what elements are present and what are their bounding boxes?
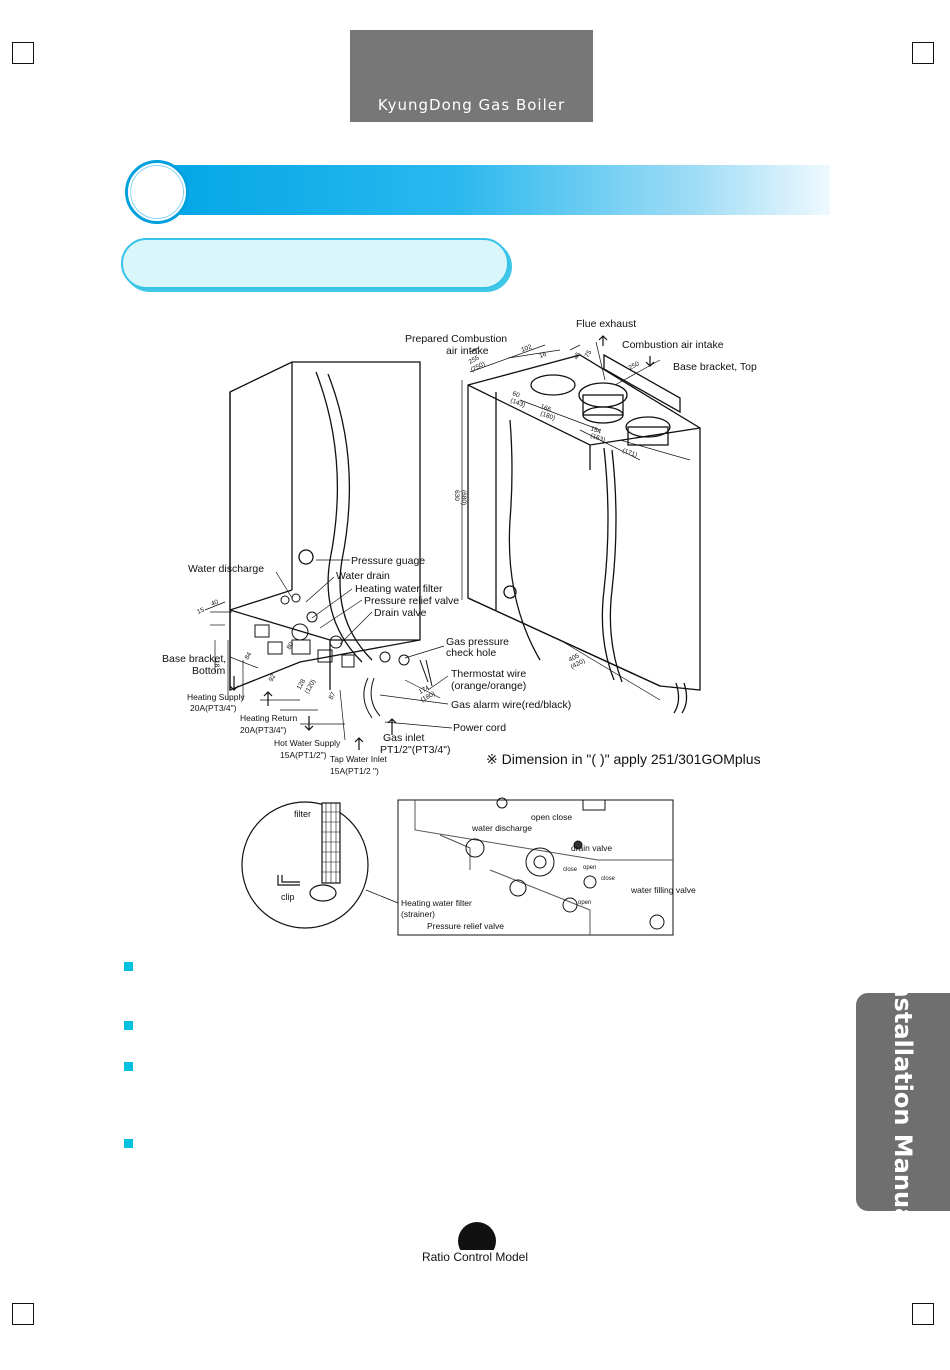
- dim-174: 174: [418, 684, 431, 695]
- label-heating-supply-size: 20A(PT3/4"): [190, 703, 237, 713]
- dim-171: (171): [621, 447, 638, 459]
- label-pressure-relief-valve: Pressure relief valve: [364, 595, 459, 607]
- dim-680: (680): [460, 490, 467, 505]
- detail-open-close: open close: [531, 812, 572, 822]
- crop-mark-top-right: [912, 42, 934, 64]
- dim-84: 84: [244, 651, 254, 661]
- dim-80: 80: [286, 641, 296, 651]
- label-gas-inlet: Gas inlet: [383, 732, 425, 744]
- bullet-marker: [124, 962, 133, 971]
- dim-60: 60: [511, 390, 521, 399]
- detail-open-a: open: [583, 865, 596, 871]
- dim-75: 75: [584, 349, 594, 359]
- label-hot-water-supply: Hot Water Supply: [274, 738, 341, 748]
- dim-87: 87: [328, 691, 338, 701]
- label-drain-valve: Drain valve: [374, 607, 427, 619]
- detail-open-b: open: [578, 900, 591, 906]
- bullet-marker: [124, 1021, 133, 1030]
- label-gas-alarm-wire: Gas alarm wire(red/black): [451, 699, 571, 711]
- dim-18: 18: [213, 660, 220, 668]
- dim-255: 255: [468, 354, 481, 365]
- label-check-hole: check hole: [446, 647, 496, 659]
- label-combustion-air-intake: Combustion air intake: [622, 339, 724, 351]
- label-prepared-combustion-2: air intake: [446, 345, 489, 357]
- label-heating-supply: Heating Supply: [187, 692, 245, 702]
- dim-16: 16: [538, 351, 548, 360]
- subsection-heading-pill: [121, 238, 509, 289]
- valve-photo-detail: [397, 797, 674, 936]
- side-tab-label: Installation Manual: [889, 971, 917, 1233]
- detail-close-b: close: [601, 876, 616, 882]
- detail-heating-filter: Heating water filter: [401, 898, 472, 908]
- footer: Ratio Control Model: [0, 1250, 950, 1264]
- dim-143: (143): [509, 397, 526, 409]
- dim-40: 40: [210, 599, 220, 608]
- label-tap-water-inlet: Tap Water Inlet: [330, 754, 387, 764]
- label-pressure-gauge: Pressure guage: [351, 555, 425, 567]
- detail-drain-valve: drain valve: [571, 843, 612, 853]
- dimension-note: ※ Dimension in "( )" apply 251/301GOMplu…: [486, 751, 761, 767]
- detail-water-discharge: water discharge: [471, 823, 532, 833]
- section-header-bar: [148, 165, 830, 215]
- label-flue-exhaust: Flue exhaust: [576, 318, 636, 330]
- label-tap-water-size: 15A(PT1/2 "): [330, 766, 379, 776]
- crop-mark-bottom-right: [912, 1303, 934, 1325]
- crop-mark-bottom-left: [12, 1303, 34, 1325]
- detail-strainer: (strainer): [401, 909, 435, 919]
- label-water-drain: Water drain: [336, 570, 390, 582]
- detail-pressure-relief: Pressure relief valve: [427, 921, 504, 931]
- dim-180: (180): [539, 410, 556, 422]
- detail-filter-label: filter: [294, 809, 311, 819]
- label-water-discharge: Water discharge: [188, 563, 264, 575]
- dim-250b: 250: [628, 360, 641, 371]
- label-base-bracket-bottom-2: Bottom: [192, 665, 226, 677]
- dim-102: 102: [520, 343, 533, 353]
- brand-header: KyungDong Gas Boiler: [350, 30, 593, 122]
- dim-45: 45: [573, 351, 583, 361]
- label-hot-water-size: 15A(PT1/2"): [280, 750, 327, 760]
- label-gas-inlet-size: PT1/2"(PT3/4"): [380, 744, 450, 756]
- side-tab: Installation Manual: [856, 972, 950, 1232]
- label-thermostat-colors: (orange/orange): [451, 680, 526, 692]
- dim-15: 15: [196, 607, 206, 616]
- label-power-cord: Power cord: [453, 722, 506, 734]
- detail-water-filling-valve: water filling valve: [630, 885, 696, 895]
- detail-clip-label: clip: [281, 892, 295, 902]
- label-heating-return: Heating Return: [240, 713, 297, 723]
- section-number-circle-ring: [130, 165, 184, 219]
- dim-405: 405: [568, 652, 581, 663]
- dim-128: 128: [296, 678, 308, 691]
- label-heating-water-filter: Heating water filter: [355, 583, 443, 595]
- brand-title: KyungDong Gas Boiler: [377, 96, 566, 114]
- bullet-marker: [124, 1139, 133, 1148]
- filter-detail: [241, 801, 399, 929]
- label-thermostat-wire: Thermostat wire: [451, 668, 526, 680]
- label-prepared-combustion: Prepared Combustion: [405, 333, 507, 345]
- dim-92: 92: [268, 673, 278, 683]
- dim-630: 630: [453, 490, 460, 501]
- label-gas-pressure: Gas pressure: [446, 636, 509, 648]
- label-heating-return-size: 20A(PT3/4"): [240, 725, 287, 735]
- dim-166: 166: [539, 403, 552, 413]
- crop-mark-top-left: [12, 42, 34, 64]
- footer-model-label: Ratio Control Model: [417, 1250, 533, 1264]
- detail-close-a: close: [563, 867, 578, 873]
- bullet-marker: [124, 1062, 133, 1071]
- label-base-bracket-bottom: Base bracket,: [162, 653, 226, 665]
- label-base-bracket-top: Base bracket, Top: [673, 361, 757, 373]
- dim-163: (163): [589, 432, 606, 444]
- dim-154: 154: [589, 425, 602, 435]
